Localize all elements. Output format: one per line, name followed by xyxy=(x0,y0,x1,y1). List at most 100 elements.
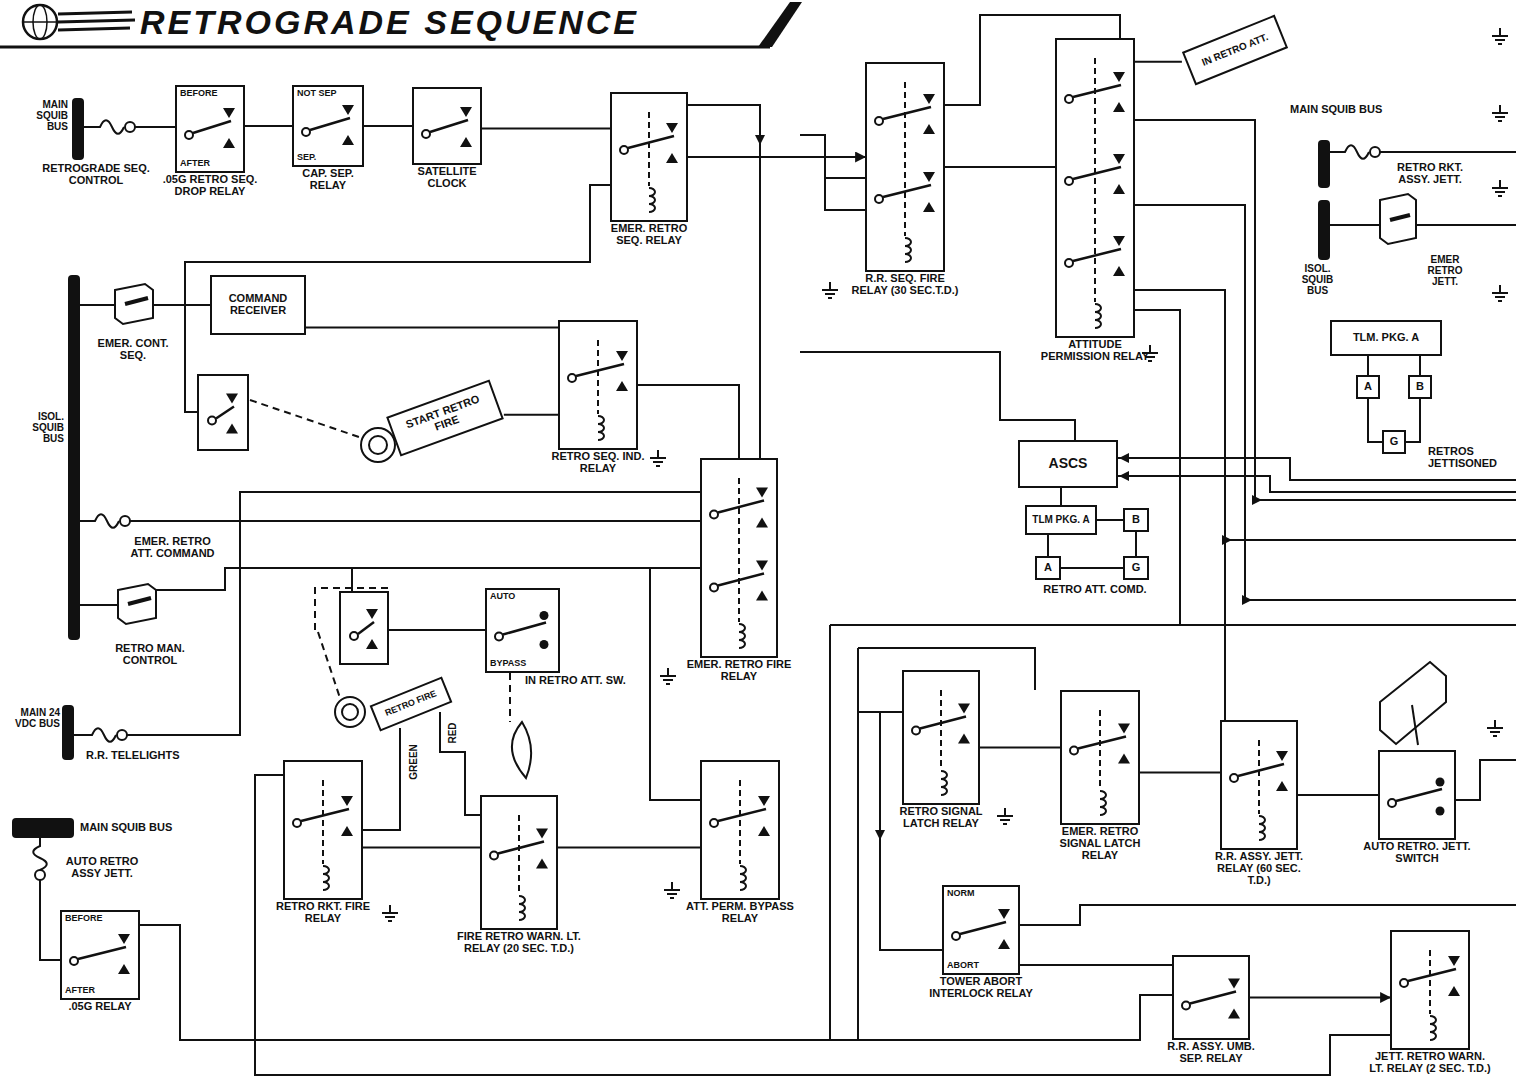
wire-connector xyxy=(482,128,610,130)
terminal xyxy=(117,730,127,740)
contact-point xyxy=(666,153,678,163)
wire xyxy=(880,712,942,950)
relay-contacts xyxy=(875,82,935,262)
box-label: A xyxy=(1041,562,1055,574)
part-label: R.R. TELELIGHTS xyxy=(86,750,216,762)
contact-point xyxy=(756,561,768,571)
wire-connector xyxy=(558,847,700,849)
wire xyxy=(1415,224,1516,226)
box-label: B xyxy=(1413,381,1427,393)
relay-caption: CAP. SEP. RELAY xyxy=(283,168,373,192)
relay-coil xyxy=(740,866,746,890)
contact-point xyxy=(1113,266,1125,276)
relay-caption: RETRO SIGNAL LATCH RELAY xyxy=(891,806,991,830)
wire-connector xyxy=(1406,399,1420,442)
bus-bar xyxy=(1318,200,1330,260)
part-label: MAIN SQUIB BUS xyxy=(1290,104,1440,116)
globe-equator xyxy=(23,21,57,23)
relay-coil xyxy=(739,624,745,648)
relay-contacts xyxy=(1400,950,1460,1040)
relay-contacts xyxy=(710,478,768,648)
contact-pivot xyxy=(208,417,216,425)
relay-contacts xyxy=(1065,58,1125,328)
relay-caption: R.R. SEQ. FIRE RELAY (30 SEC.T.D.) xyxy=(850,273,960,297)
relay-contacts xyxy=(350,609,378,649)
wire-connector xyxy=(363,847,480,849)
wire-connector xyxy=(1368,399,1382,442)
contact-pivot xyxy=(1388,799,1396,807)
telemetry-box: TLM. PKG. A xyxy=(1330,320,1442,356)
relay-contacts xyxy=(70,934,130,974)
wire-connector xyxy=(638,385,739,458)
relay-contacts xyxy=(568,340,628,440)
contact-lever xyxy=(193,121,231,133)
relay-box-outline xyxy=(340,592,388,664)
toggle-lever xyxy=(1390,215,1410,220)
relay-box: R.R. SEQ. FIRE RELAY (30 SEC.T.D.) xyxy=(865,62,945,272)
contact-lever xyxy=(310,118,350,130)
contact-lever xyxy=(498,842,544,854)
contact-lever xyxy=(430,120,468,132)
contact-point xyxy=(366,609,378,619)
arrow-mark xyxy=(875,830,885,840)
armature-link xyxy=(648,112,650,186)
arrow-marks xyxy=(755,135,1262,840)
wire-connector xyxy=(1047,535,1049,556)
contact-point xyxy=(342,105,354,115)
part-label: MAIN SQUIB BUS xyxy=(18,100,68,132)
wire xyxy=(1380,151,1516,153)
contact-lever xyxy=(628,136,674,148)
toggle-switch xyxy=(1380,194,1416,244)
jettison-handle-stem xyxy=(1412,705,1418,745)
contact-lever xyxy=(1073,167,1121,179)
wire xyxy=(829,625,831,1040)
contact-point xyxy=(758,826,770,836)
contact-point xyxy=(366,639,378,649)
wire xyxy=(1456,760,1516,800)
relay-contacts xyxy=(1182,979,1240,1019)
relay-caption: RETRO SEQ. IND. RELAY xyxy=(548,451,648,475)
relay-box: EMER. RETRO FIRE RELAY xyxy=(700,458,778,658)
relay-box: RETRO RKT. FIRE RELAY xyxy=(283,760,363,900)
wire xyxy=(945,15,1120,105)
wire-connector xyxy=(1250,997,1390,999)
contact-pivot xyxy=(1065,177,1073,185)
arrow-mark xyxy=(1222,535,1232,545)
terminal xyxy=(125,122,135,132)
contact-label: BYPASS xyxy=(490,659,526,669)
armature-link xyxy=(1429,950,1431,1014)
relay-box: R.R. ASSY. UMB. SEP. RELAY xyxy=(1172,955,1250,1040)
wire xyxy=(135,126,175,128)
relay-coil xyxy=(941,771,947,795)
ground-symbol xyxy=(1492,28,1508,44)
box-label: COMMAND RECEIVER xyxy=(212,293,304,317)
ground-symbol xyxy=(664,882,680,898)
armature-link xyxy=(1094,58,1096,302)
ground-symbol xyxy=(1492,105,1508,121)
contact-point xyxy=(1113,102,1125,112)
contact-point xyxy=(756,518,768,528)
contact-label: BEFORE xyxy=(180,89,218,99)
arrow-mark xyxy=(755,135,765,145)
contact-lever xyxy=(1190,992,1236,1004)
box-label: TLM. PKG. A xyxy=(1350,332,1422,344)
relay-caption: .05G RETRO SEQ. DROP RELAY xyxy=(158,174,263,198)
relay-contacts xyxy=(422,107,472,147)
relay-box: JETT. RETRO WARN. LT. RELAY (2 SEC. T.D.… xyxy=(1390,930,1470,1050)
contact-point xyxy=(756,591,768,601)
contact-point xyxy=(1228,1009,1240,1019)
contact-label: BEFORE xyxy=(65,914,103,924)
telemetry-box: G xyxy=(1123,556,1149,580)
contact-point xyxy=(758,796,770,806)
contact-pivot xyxy=(952,932,960,940)
contact-lever xyxy=(1073,249,1121,261)
contact-point xyxy=(1436,778,1445,787)
contact-pivot xyxy=(490,852,498,860)
wire xyxy=(825,177,865,179)
bus-bar xyxy=(68,275,80,640)
relay-contacts xyxy=(495,611,549,649)
contact-lever xyxy=(358,622,374,634)
relay-box-outline xyxy=(198,375,248,450)
wire-connector xyxy=(1061,567,1123,569)
part-label: RETROGRADE SEQ. CONTROL xyxy=(40,163,152,187)
